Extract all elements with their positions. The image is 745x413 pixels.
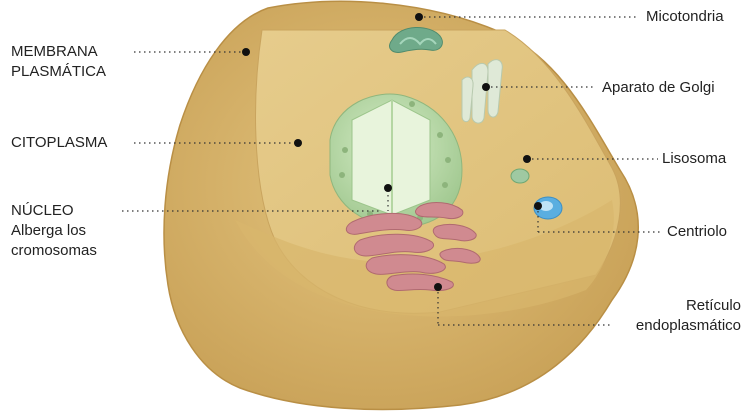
label-reticulo-line1: Retículo xyxy=(600,296,741,316)
label-aparato-golgi: Aparato de Golgi xyxy=(602,78,715,98)
lysosome xyxy=(511,169,529,183)
label-reticulo-endoplasmatico: Retículo endoplasmático xyxy=(600,296,741,336)
label-nucleo: NÚCLEO Alberga los cromosomas xyxy=(11,201,97,261)
label-nucleo-sub2: cromosomas xyxy=(11,241,97,261)
label-nucleo-title: NÚCLEO xyxy=(11,201,97,221)
label-nucleo-sub1: Alberga los xyxy=(11,221,97,241)
label-membrana-line1: MEMBRANA xyxy=(11,42,106,62)
label-lisosoma: Lisosoma xyxy=(662,149,726,169)
label-membrana-plasmatica: MEMBRANA PLASMÁTICA xyxy=(11,42,106,82)
label-reticulo-line2: endoplasmático xyxy=(600,316,741,336)
label-micotondria: Micotondria xyxy=(646,7,724,27)
label-centriolo: Centriolo xyxy=(667,222,727,242)
label-citoplasma: CITOPLASMA xyxy=(11,133,107,153)
label-membrana-line2: PLASMÁTICA xyxy=(11,62,106,82)
